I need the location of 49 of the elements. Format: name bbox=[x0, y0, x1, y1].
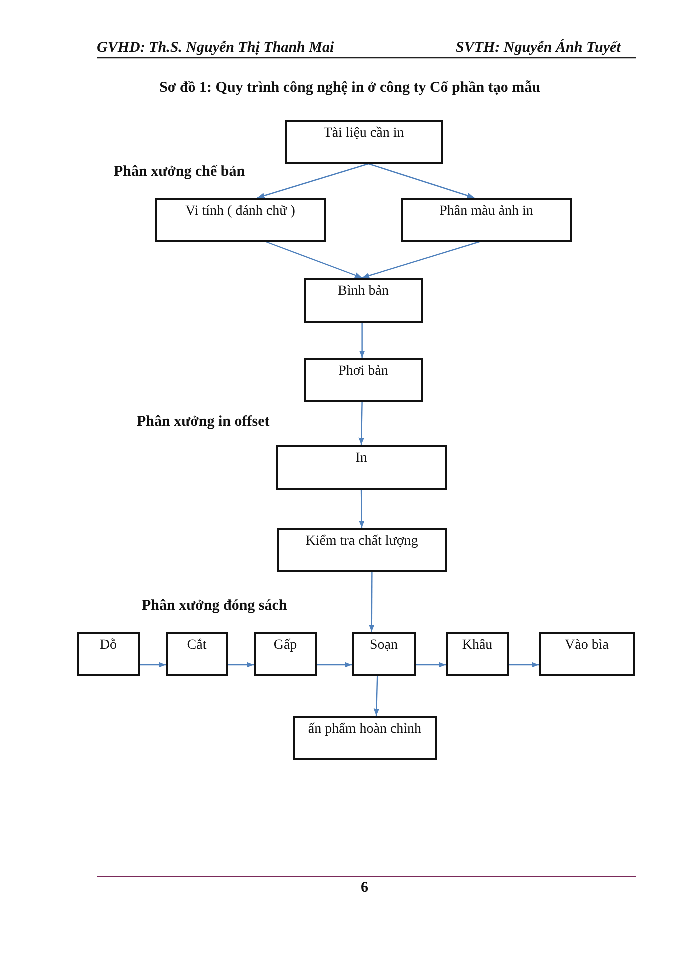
section-heading: Phân xưởng đóng sách bbox=[142, 598, 288, 615]
box-label: Vi tính ( đánh chữ ) bbox=[186, 204, 296, 220]
arrow bbox=[359, 490, 365, 528]
arrow bbox=[317, 662, 352, 668]
header-text: GVHD: Th.S. Nguyễn Thị Thanh Mai bbox=[97, 40, 334, 57]
section-heading: Phân xưởng chế bản bbox=[114, 164, 246, 181]
box-label: In bbox=[356, 451, 368, 467]
box-label: Phân màu ảnh in bbox=[440, 204, 534, 220]
box-label: ấn phẩm hoàn chỉnh bbox=[308, 722, 422, 738]
process-box bbox=[446, 632, 509, 676]
process-box bbox=[304, 358, 423, 402]
arrow bbox=[266, 241, 363, 279]
box-label: Dỗ bbox=[100, 638, 118, 654]
section-heading: Phân xưởng in offset bbox=[137, 414, 270, 431]
process-box bbox=[539, 632, 635, 676]
process-box bbox=[254, 632, 317, 676]
process-box bbox=[293, 716, 437, 760]
process-box bbox=[401, 198, 572, 242]
diagram-title: Sơ đồ 1: Quy trình công nghệ in ở công ty Cổ phần tạo mẫu bbox=[158, 80, 542, 97]
process-box bbox=[285, 120, 443, 164]
box-label: Khâu bbox=[462, 638, 493, 654]
process-box bbox=[352, 632, 416, 676]
arrow bbox=[416, 662, 446, 668]
arrow bbox=[358, 402, 365, 446]
process-box bbox=[77, 632, 140, 676]
arrow bbox=[257, 163, 369, 199]
arrow bbox=[140, 662, 166, 668]
box-label: Vào bìa bbox=[565, 638, 609, 654]
process-box bbox=[155, 198, 326, 242]
process-box bbox=[304, 278, 423, 323]
box-label: Kiểm tra chất lượng bbox=[306, 534, 418, 550]
box-label: Soạn bbox=[370, 638, 398, 654]
box-label: Cắt bbox=[187, 638, 207, 654]
box-label: Tài liệu cần in bbox=[324, 126, 404, 142]
box-label: Bình bản bbox=[338, 284, 389, 300]
arrow bbox=[228, 662, 254, 668]
process-box bbox=[276, 445, 447, 490]
arrow bbox=[374, 676, 380, 716]
arrow bbox=[359, 323, 366, 358]
arrow bbox=[368, 163, 475, 199]
process-box bbox=[166, 632, 228, 676]
arrow bbox=[509, 662, 539, 668]
page-number: 6 bbox=[361, 880, 368, 897]
box-label: Phơi bản bbox=[338, 364, 388, 380]
arrow bbox=[369, 572, 375, 632]
header-text: SVTH: Nguyễn Ánh Tuyết bbox=[456, 40, 621, 57]
arrow bbox=[362, 241, 480, 279]
box-label: Gấp bbox=[274, 638, 298, 654]
process-box bbox=[277, 528, 447, 572]
